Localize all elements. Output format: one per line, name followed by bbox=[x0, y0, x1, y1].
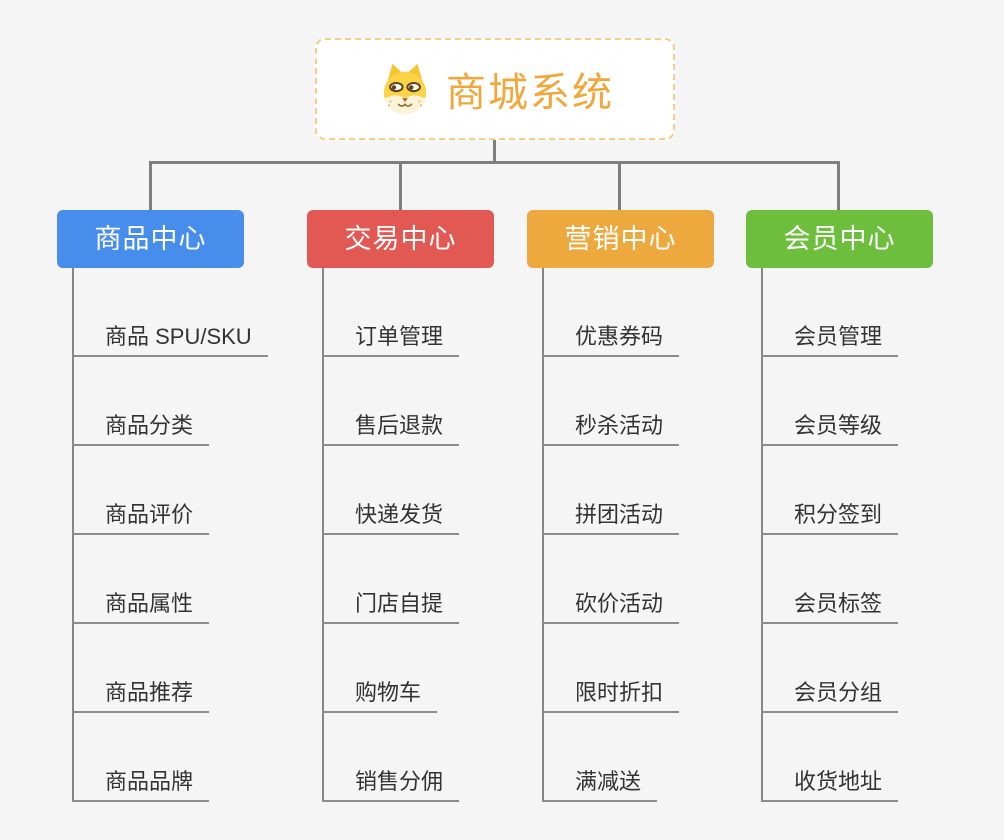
leaf-node[interactable]: 积分签到 bbox=[761, 500, 899, 535]
branch-trunk-line bbox=[322, 268, 324, 802]
leaf-node[interactable]: 商品属性 bbox=[72, 589, 210, 624]
leaf-node[interactable]: 商品推荐 bbox=[72, 678, 210, 713]
leaf-node[interactable]: 满减送 bbox=[542, 767, 658, 802]
connector-drop-member bbox=[837, 161, 840, 210]
leaf-node[interactable]: 门店自提 bbox=[322, 589, 460, 624]
branch-marketing-center: 营销中心 优惠券码 秒杀活动 拼团活动 砍价活动 限时折扣 满减送 bbox=[527, 210, 787, 810]
leaf-node[interactable]: 拼团活动 bbox=[542, 500, 680, 535]
connector-root-vertical bbox=[493, 140, 496, 164]
connector-drop-marketing bbox=[618, 161, 621, 210]
leaf-node[interactable]: 秒杀活动 bbox=[542, 411, 680, 446]
leaf-node[interactable]: 限时折扣 bbox=[542, 678, 680, 713]
leaf-node[interactable]: 会员管理 bbox=[761, 322, 899, 357]
branch-header-member-center[interactable]: 会员中心 bbox=[746, 210, 933, 268]
branch-header-trade-center[interactable]: 交易中心 bbox=[307, 210, 494, 268]
root-title: 商城系统 bbox=[446, 71, 614, 115]
branch-trunk-line bbox=[72, 268, 74, 802]
leaf-node[interactable]: 快递发货 bbox=[322, 500, 460, 535]
branch-trunk-line bbox=[761, 268, 763, 802]
leaf-node[interactable]: 砍价活动 bbox=[542, 589, 680, 624]
leaf-node[interactable]: 优惠券码 bbox=[542, 322, 680, 357]
leaf-node[interactable]: 商品 SPU/SKU bbox=[72, 322, 268, 357]
branch-product-center: 商品中心 商品 SPU/SKU 商品分类 商品评价 商品属性 商品推荐 商品品牌 bbox=[57, 210, 317, 810]
leaf-node[interactable]: 会员等级 bbox=[761, 411, 899, 446]
leaf-node[interactable]: 收货地址 bbox=[761, 767, 899, 802]
branch-header-marketing-center[interactable]: 营销中心 bbox=[527, 210, 714, 268]
leaf-node[interactable]: 销售分佣 bbox=[322, 767, 460, 802]
leaf-node[interactable]: 商品分类 bbox=[72, 411, 210, 446]
connector-drop-product bbox=[149, 161, 152, 210]
leaf-node[interactable]: 会员标签 bbox=[761, 589, 899, 624]
dog-face-icon bbox=[383, 63, 427, 115]
branch-member-center: 会员中心 会员管理 会员等级 积分签到 会员标签 会员分组 收货地址 bbox=[746, 210, 1004, 810]
leaf-node[interactable]: 订单管理 bbox=[322, 322, 460, 357]
branch-trunk-line bbox=[542, 268, 544, 802]
connector-horizontal-rail bbox=[149, 161, 840, 164]
leaf-node[interactable]: 商品品牌 bbox=[72, 767, 210, 802]
leaf-node[interactable]: 售后退款 bbox=[322, 411, 460, 446]
branch-header-product-center[interactable]: 商品中心 bbox=[57, 210, 244, 268]
leaf-node[interactable]: 会员分组 bbox=[761, 678, 899, 713]
leaf-node[interactable]: 商品评价 bbox=[72, 500, 210, 535]
leaf-node[interactable]: 购物车 bbox=[322, 678, 438, 713]
connector-drop-trade bbox=[399, 161, 402, 210]
branch-trade-center: 交易中心 订单管理 售后退款 快递发货 门店自提 购物车 销售分佣 bbox=[307, 210, 567, 810]
root-node[interactable]: 商城系统 bbox=[315, 38, 675, 140]
